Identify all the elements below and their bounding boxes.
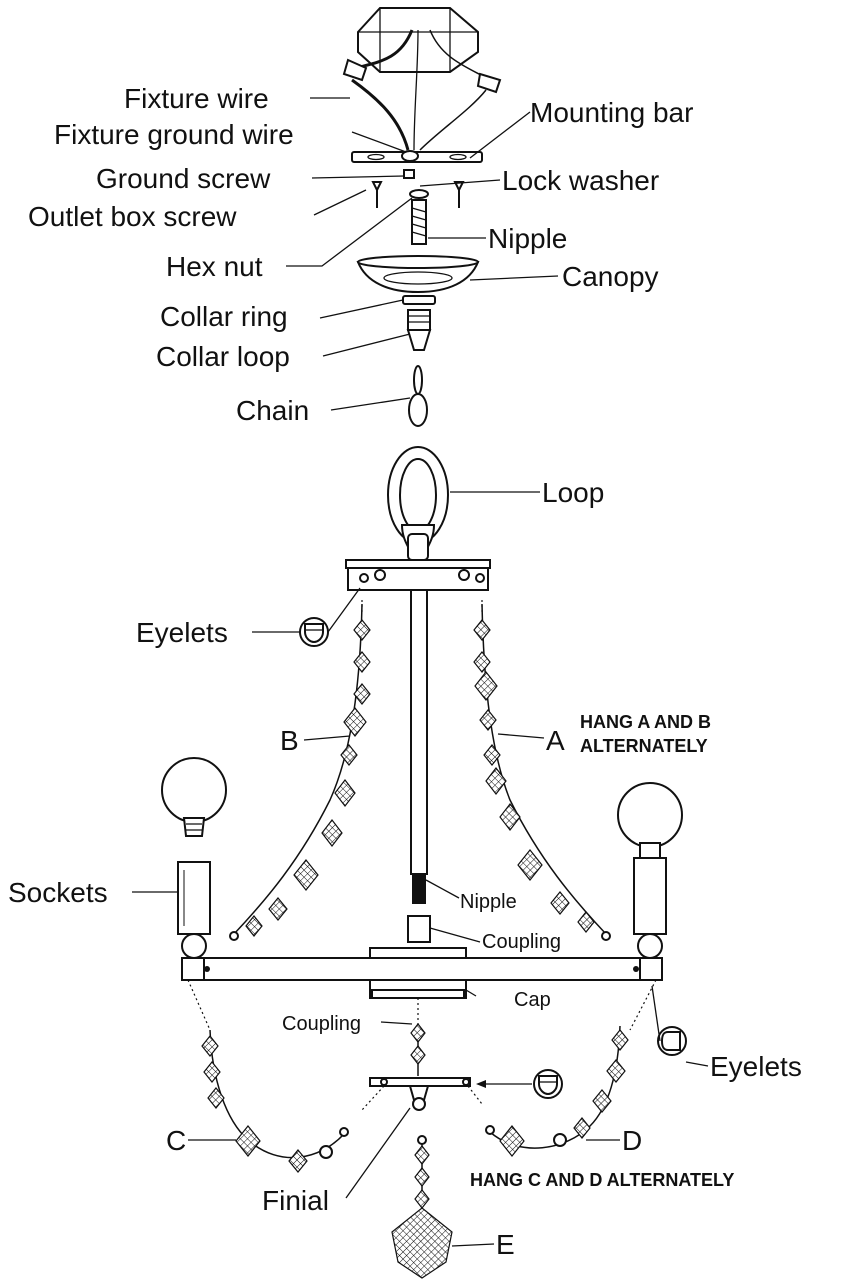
canopy-part: [356, 255, 480, 294]
left-socket: [177, 861, 211, 959]
chain-part: [408, 365, 428, 427]
label-nipple-top: Nipple: [488, 223, 567, 254]
note-hang-cd: HANG C AND D ALTERNATELY: [470, 1170, 734, 1190]
label-cap: Cap: [514, 989, 551, 1011]
top-plate: [345, 559, 491, 591]
eyelet-detail-icon: [657, 1026, 687, 1056]
note-hang-ab-line2: ALTERNATELY: [580, 736, 708, 756]
strand-a-part: [473, 603, 611, 941]
label-strand-b: B: [280, 725, 299, 756]
label-hex-nut: Hex nut: [166, 251, 263, 282]
eyelet-detail-icon: [299, 617, 329, 647]
finial-plate: [369, 1077, 471, 1111]
label-outlet-box-screw: Outlet box screw: [28, 201, 237, 232]
label-loop: Loop: [542, 477, 604, 508]
label-fixture-wire: Fixture wire: [124, 83, 269, 114]
center-stem: [407, 589, 431, 943]
screws: [371, 169, 465, 208]
label-ground-screw: Ground screw: [96, 163, 271, 194]
right-bulb: [617, 782, 683, 859]
label-eyelets-left: Eyelets: [136, 617, 228, 648]
hex-nut-and-nipple: [409, 189, 429, 245]
label-strand-a: A: [546, 725, 565, 756]
left-bulb: [161, 757, 227, 837]
label-finial: Finial: [262, 1185, 329, 1216]
collar-ring-part: [402, 295, 436, 305]
strand-b-part: [229, 603, 371, 941]
crystal-pendant-icon: [391, 1207, 453, 1279]
label-canopy: Canopy: [562, 261, 659, 292]
strand-c-part: [201, 1029, 349, 1173]
label-strand-e: E: [496, 1229, 515, 1260]
label-mounting-bar: Mounting bar: [530, 97, 693, 128]
loop-part: [387, 446, 449, 561]
house-wires: [342, 29, 502, 151]
label-coupling-lower: Coupling: [282, 1013, 361, 1035]
right-socket: [633, 857, 667, 959]
arm-ring: [181, 957, 663, 981]
label-strand-c: C: [166, 1125, 186, 1156]
label-strand-d: D: [622, 1125, 642, 1156]
strand-e-part: [391, 1135, 453, 1279]
label-chain: Chain: [236, 395, 309, 426]
coupling-strand-part: [410, 1023, 426, 1076]
label-eyelets-right: Eyelets: [710, 1051, 802, 1082]
label-nipple-lower: Nipple: [460, 891, 517, 913]
mounting-bar-part: [351, 150, 483, 163]
coupling-and-cap-part: [369, 947, 467, 999]
note-hang-ab-line1: HANG A AND B: [580, 712, 711, 732]
eyelet-detail-icon: [533, 1069, 563, 1099]
label-lock-washer: Lock washer: [502, 165, 659, 196]
label-coupling-upper: Coupling: [482, 931, 561, 953]
dotted-guides: [187, 600, 657, 1111]
strand-d-part: [485, 1025, 629, 1157]
label-sockets: Sockets: [8, 877, 108, 908]
collar-loop-part: [406, 309, 432, 351]
label-fixture-ground-wire: Fixture ground wire: [54, 119, 294, 150]
label-collar-loop: Collar loop: [156, 341, 290, 372]
leader-lines: [132, 97, 709, 1247]
label-collar-ring: Collar ring: [160, 301, 288, 332]
